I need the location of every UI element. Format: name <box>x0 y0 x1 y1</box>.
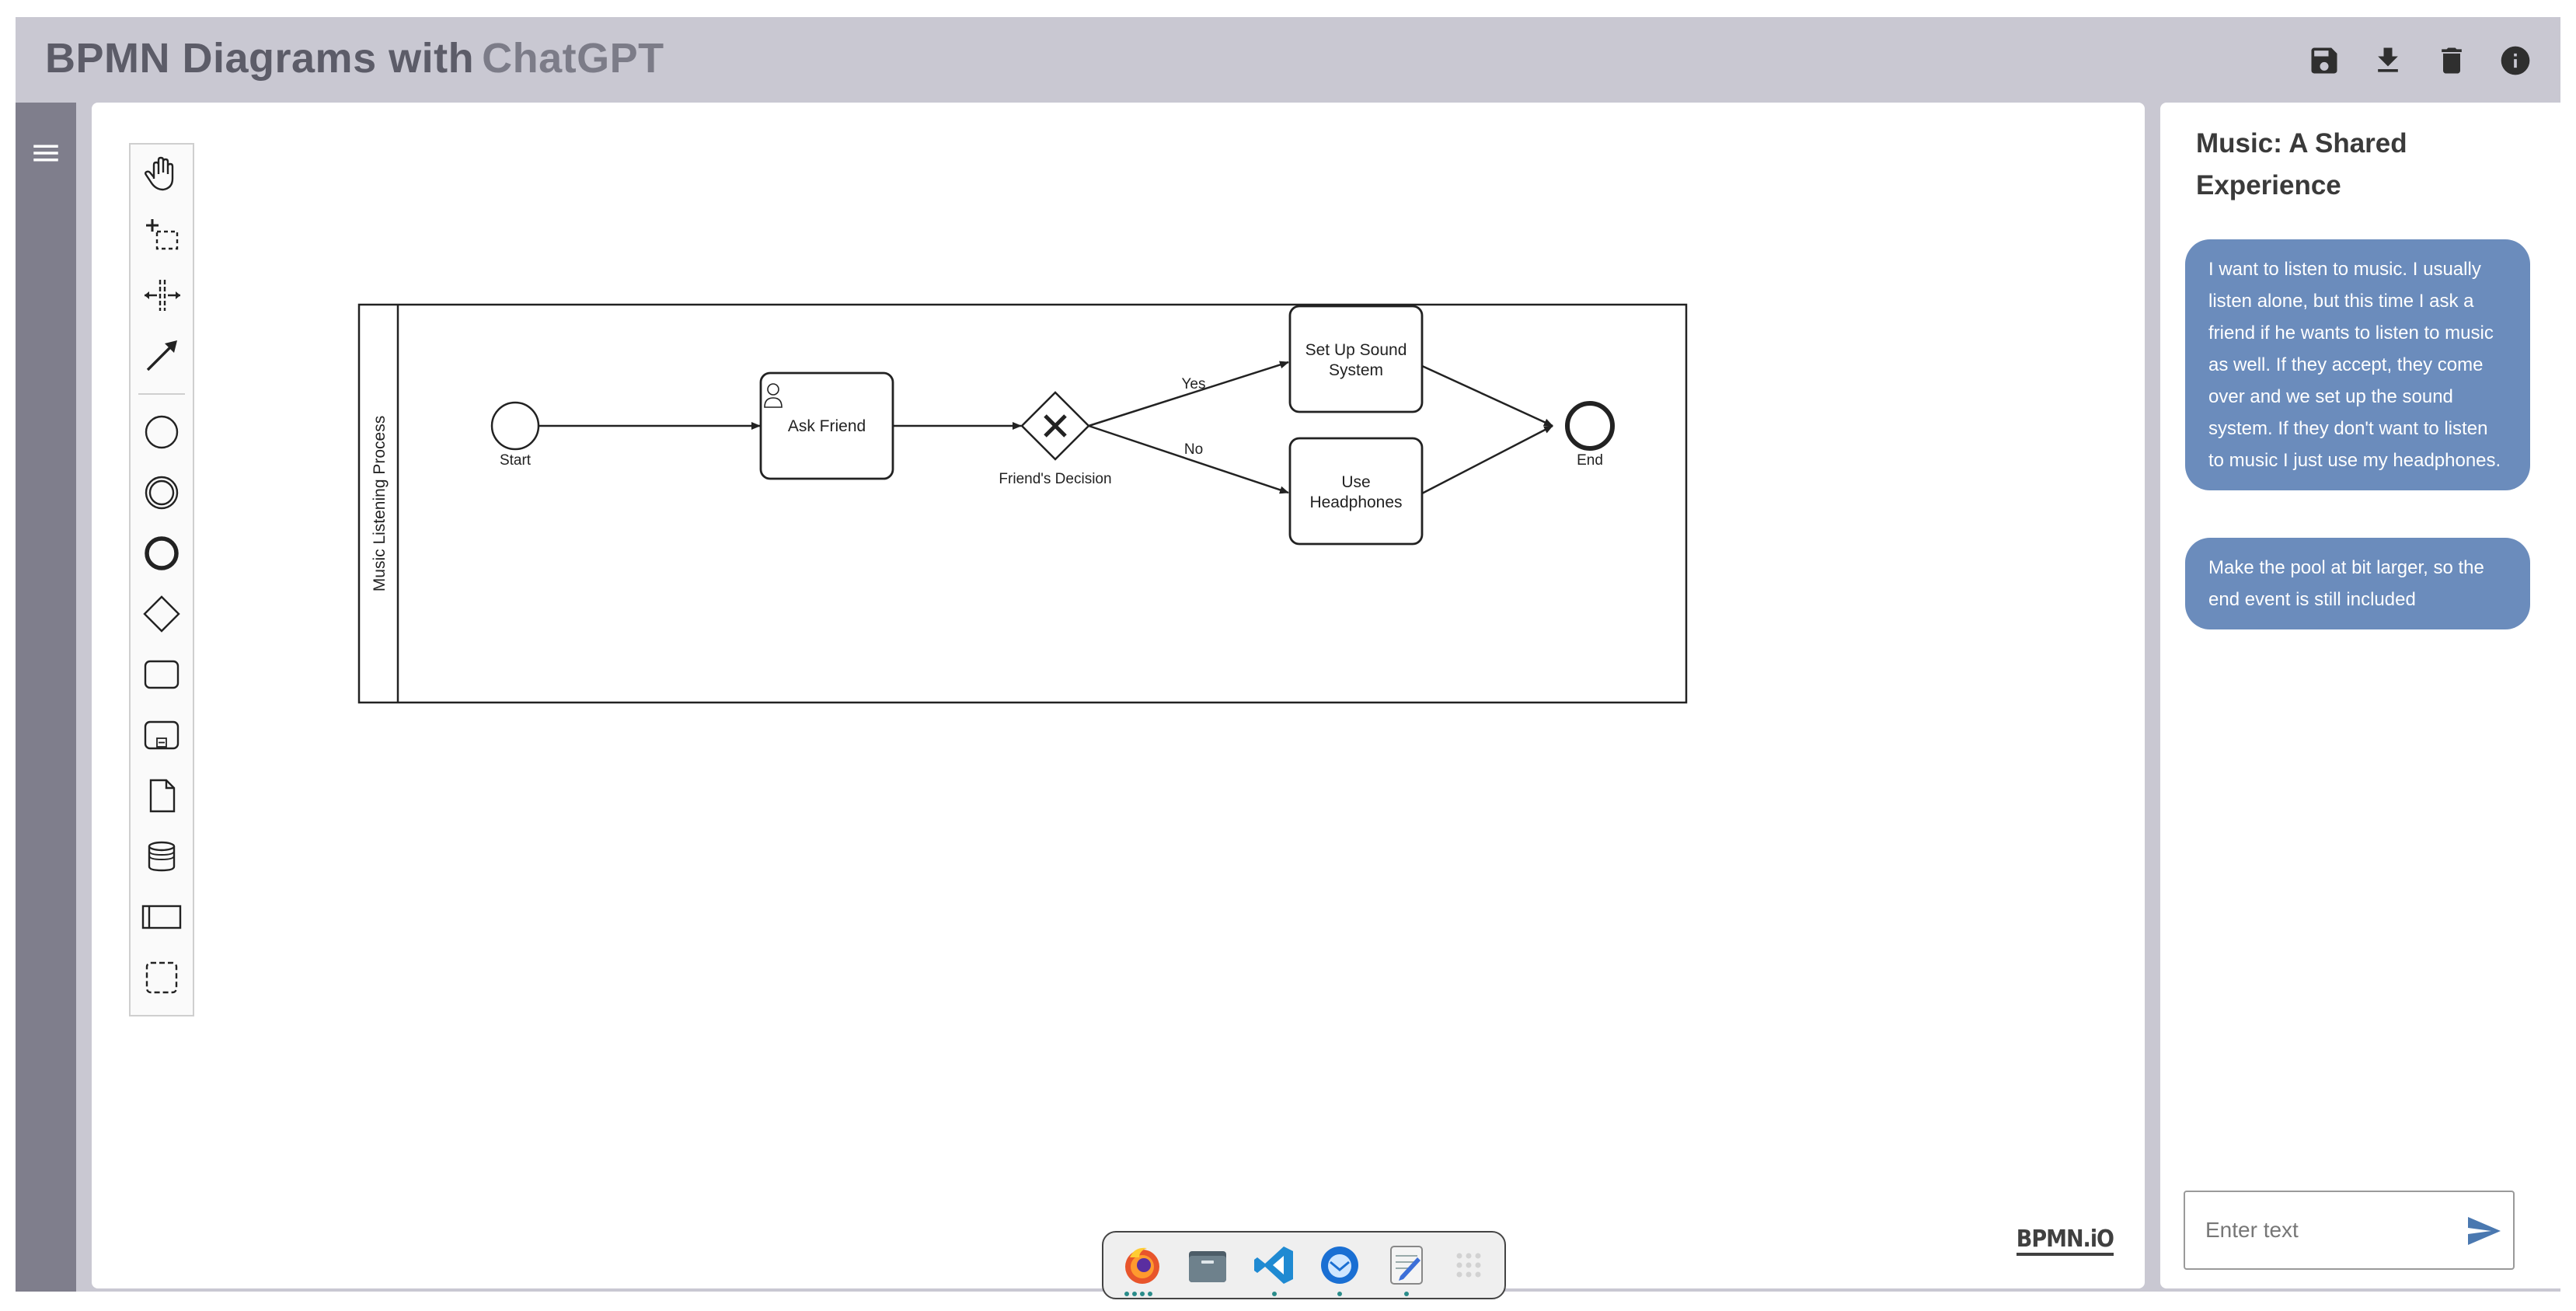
hand-tool-icon[interactable] <box>137 149 186 199</box>
bpmn-io-logo[interactable]: BPMN.iO <box>2016 1226 2114 1256</box>
task-ask-friend-label: Ask Friend <box>788 417 866 435</box>
save-icon[interactable] <box>2307 44 2341 78</box>
app-grid-icon[interactable] <box>1445 1242 1492 1288</box>
flow-yes-label: Yes <box>1182 376 1206 392</box>
end-event[interactable] <box>1565 401 1615 451</box>
chat-text-input[interactable] <box>2204 1214 2456 1246</box>
start-event-icon[interactable] <box>137 407 186 457</box>
data-store-icon[interactable] <box>137 832 186 881</box>
running-indicator <box>1124 1292 1129 1296</box>
chat-title: Music: A Shared Experience <box>2196 128 2407 200</box>
data-object-icon[interactable] <box>137 771 186 821</box>
end-event-label: End <box>1577 452 1603 469</box>
vscode-icon[interactable] <box>1251 1242 1298 1288</box>
firefox-icon[interactable] <box>1119 1242 1166 1288</box>
task-set-up-sound-system-line2: System <box>1329 361 1383 379</box>
gateway-x-icon <box>1044 414 1067 438</box>
subprocess-icon[interactable] <box>137 710 186 760</box>
task-set-up-sound-system-line1: Set Up Sound <box>1305 341 1407 359</box>
task-use-headphones[interactable] <box>1288 437 1424 546</box>
running-indicator <box>1148 1292 1152 1296</box>
running-indicator <box>1140 1292 1145 1296</box>
pool[interactable] <box>357 303 1688 704</box>
sequence-flows <box>539 361 1553 496</box>
gateway-icon[interactable] <box>137 589 186 639</box>
pool-icon[interactable] <box>137 892 186 942</box>
taskbar-dock <box>1102 1231 1506 1299</box>
app-title-main: BPMN Diagrams with <box>45 35 475 82</box>
delete-icon[interactable] <box>2435 44 2469 78</box>
flow-setup-to-end[interactable] <box>1420 364 1553 427</box>
gateway-label: Friend's Decision <box>999 471 1111 487</box>
send-icon[interactable] <box>2465 1212 2502 1250</box>
chat-message-1: I want to listen to music. I usually lis… <box>2185 239 2530 490</box>
chat-message-2: Make the pool at bit larger, so the end … <box>2185 538 2530 629</box>
tool-palette <box>129 143 194 1016</box>
lasso-tool-icon[interactable] <box>137 210 186 260</box>
chat-panel: Music: A Shared Experience I want to lis… <box>2160 103 2560 1288</box>
info-icon[interactable] <box>2498 44 2532 78</box>
running-indicator <box>1404 1292 1409 1296</box>
palette-separator <box>138 393 185 395</box>
task-use-headphones-line2: Headphones <box>1309 493 1402 511</box>
group-icon[interactable] <box>137 953 186 1002</box>
intermediate-event-icon[interactable] <box>137 468 186 518</box>
start-event-label: Start <box>500 452 532 469</box>
pool-label: Music Listening Process <box>371 416 389 591</box>
start-event[interactable] <box>490 401 540 451</box>
task-use-headphones-line1: Use <box>1341 473 1370 491</box>
task-ask-friend[interactable] <box>759 371 894 480</box>
hamburger-menu-icon[interactable] <box>30 137 62 169</box>
user-task-icon <box>764 383 783 408</box>
diagram-canvas[interactable]: Music Listening Process Start Ask Friend… <box>92 103 2145 1299</box>
global-connect-tool-icon[interactable] <box>137 331 186 381</box>
left-rail <box>16 103 76 1292</box>
end-event-icon[interactable] <box>137 528 186 578</box>
text-editor-icon[interactable] <box>1383 1242 1430 1288</box>
space-tool-icon[interactable] <box>137 270 186 320</box>
chat-input-box <box>2184 1191 2515 1270</box>
flow-headphones-to-end[interactable] <box>1420 424 1553 496</box>
app-title-brand: ChatGPT <box>482 35 664 82</box>
running-indicator <box>1132 1292 1137 1296</box>
running-indicator <box>1337 1292 1342 1296</box>
running-indicator <box>1272 1292 1277 1296</box>
flow-yes[interactable] <box>1088 361 1289 427</box>
task-icon[interactable] <box>137 650 186 699</box>
thunderbird-icon[interactable] <box>1316 1242 1363 1288</box>
bpmn-diagram: Music Listening Process Start Ask Friend… <box>357 303 1688 704</box>
flow-no-label: No <box>1184 441 1203 458</box>
files-icon[interactable] <box>1184 1242 1231 1288</box>
download-icon[interactable] <box>2371 44 2405 78</box>
flow-no[interactable] <box>1088 424 1289 494</box>
task-set-up-sound-system[interactable] <box>1288 305 1424 413</box>
